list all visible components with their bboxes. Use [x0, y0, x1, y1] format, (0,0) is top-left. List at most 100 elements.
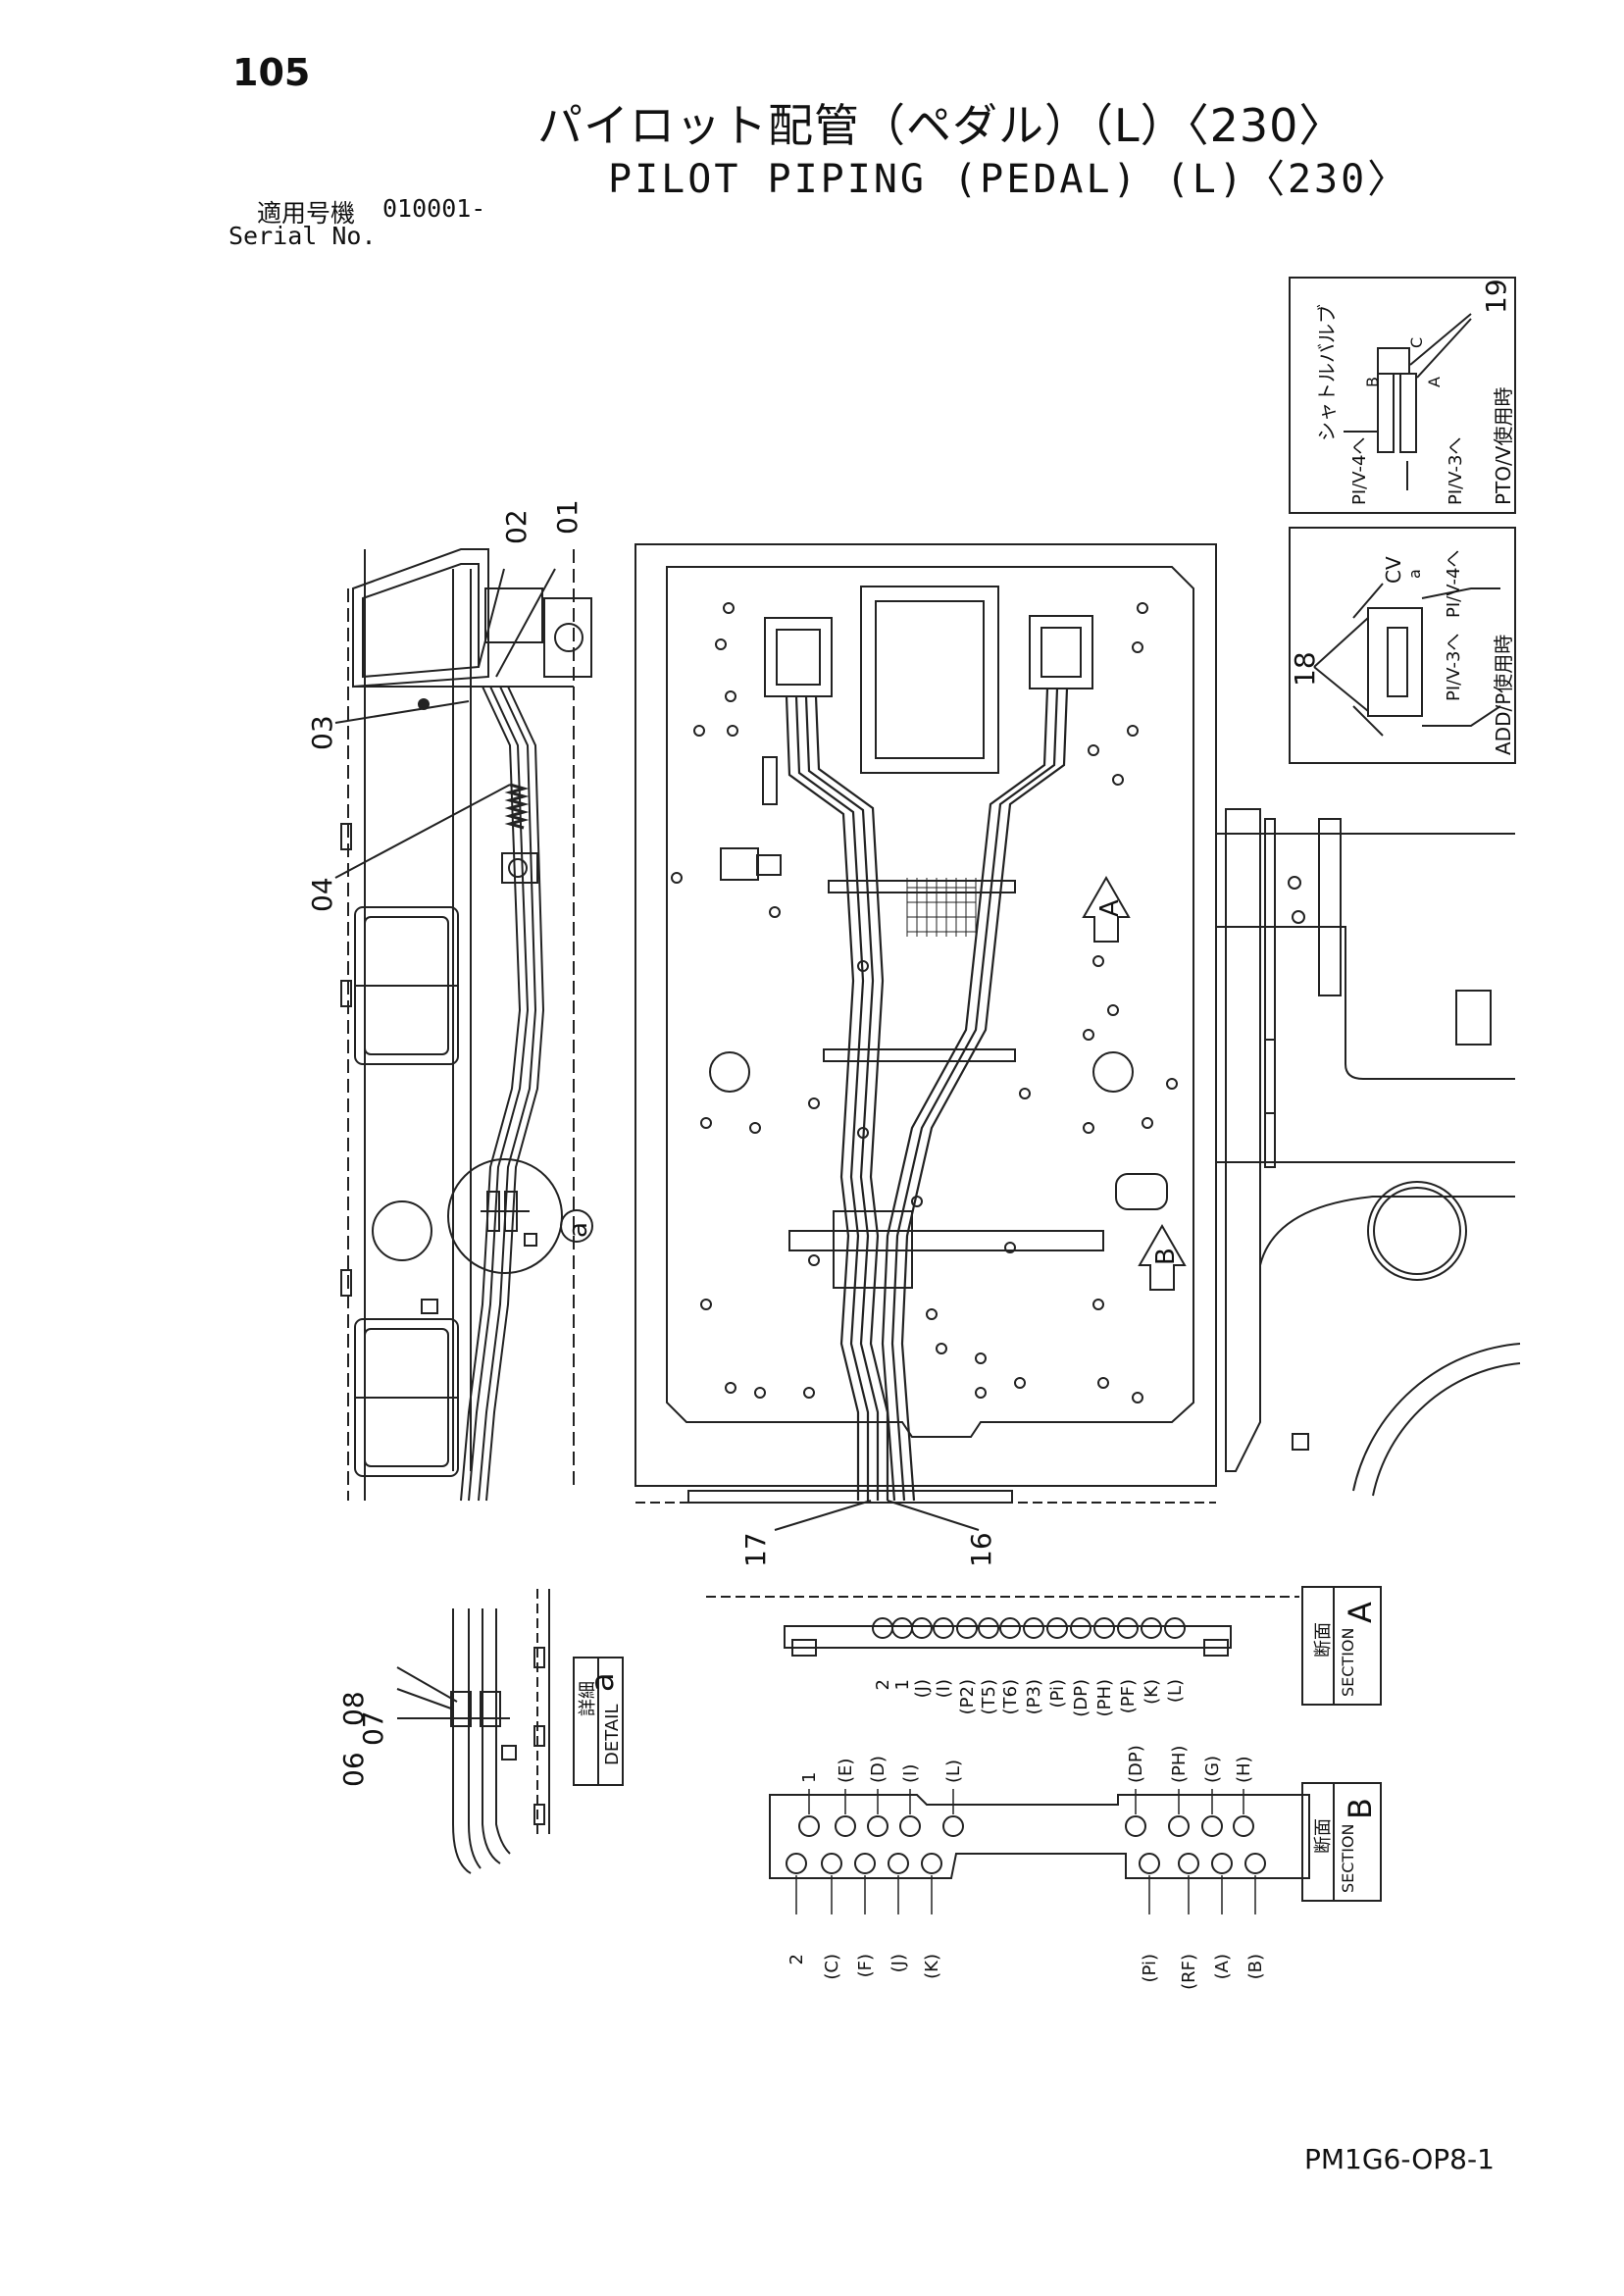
section-b-top-port-label: (D): [868, 1756, 888, 1783]
inset-top-shuttle-valve: シャトルバルブ: [1315, 304, 1339, 441]
side-view-hoses: [460, 686, 545, 1502]
page-title-english: PILOT PIPING (PEDAL) (L)〈230〉: [608, 157, 1410, 202]
inset-top-to-piv4: PI/V-4へ: [1349, 437, 1370, 505]
section-a-port-label: (P2): [957, 1679, 978, 1714]
section-b-bottom-port-circle: [1139, 1853, 1160, 1874]
section-b-bottom-port-circle: [921, 1853, 942, 1874]
section-a-port-label: (T5): [979, 1679, 999, 1715]
section-a-label-en: SECTION: [1339, 1628, 1357, 1698]
section-b-label-en: SECTION: [1339, 1824, 1357, 1894]
section-a-port-label: (PF): [1118, 1679, 1139, 1713]
section-a-port-circle: [1023, 1617, 1044, 1639]
section-b-top-port-circle: [899, 1815, 921, 1837]
section-b-top-ports: 1(E)(D)(I)(L)(DP)(PH)(G)(H): [798, 1745, 1254, 1837]
detail-label-jp: 詳細: [578, 1681, 598, 1716]
section-a-port-circle: [1117, 1617, 1139, 1639]
section-b-bottom-port-circle: [1211, 1853, 1233, 1874]
section-b-bottom-port-label: (C): [822, 1954, 842, 1980]
section-b-bottom-port-label: (Pi): [1140, 1954, 1160, 1983]
inset-bottom-caption: ADD/P使用時: [1492, 635, 1515, 755]
detail-a-drawing: [396, 1589, 550, 1874]
callout-08: 08: [337, 1691, 370, 1726]
inset-bottom-to-piv4: PI/V-4へ: [1444, 550, 1464, 618]
section-a-port-label: (PH): [1094, 1679, 1115, 1716]
section-b-bottom-port-circle: [854, 1853, 876, 1874]
callout-02: 02: [500, 509, 533, 544]
section-b-top-port-circle: [1125, 1815, 1146, 1837]
inset-top-letter-b: B: [1363, 377, 1382, 387]
section-a-port-circle: [872, 1617, 893, 1639]
section-b-top-port-circle: [942, 1815, 964, 1837]
section-b-top-port-label: (H): [1234, 1756, 1254, 1783]
section-a-port-label: (T6): [1000, 1679, 1021, 1715]
floor-hoses: [785, 688, 1069, 1502]
section-a-port-circle: [1164, 1617, 1186, 1639]
section-a-port-circle: [999, 1617, 1021, 1639]
detail-a-circle: [447, 1158, 563, 1274]
section-a-port-circle: [1046, 1617, 1068, 1639]
section-b-top-port-circle: [1168, 1815, 1190, 1837]
drawing-code: PM1G6-OP8-1: [1304, 2143, 1495, 2175]
section-b-top-port-circle: [1233, 1815, 1254, 1837]
callout-04: 04: [306, 877, 338, 912]
section-b-top-port-label: (G): [1202, 1756, 1223, 1783]
right-machine-frame: [1216, 808, 1521, 1497]
section-b-top-port-circle: [1201, 1815, 1223, 1837]
callout-19: 19: [1480, 279, 1512, 314]
view-arrow-b: [1138, 1223, 1187, 1291]
serial-label-english: Serial No.: [228, 222, 377, 250]
section-b-bottom-port-circle: [786, 1853, 807, 1874]
inset-top-to-piv3: PI/V-3へ: [1446, 437, 1466, 505]
section-a-port-label: (L): [1165, 1679, 1186, 1703]
section-b-bottom-port-label: (K): [922, 1954, 942, 1979]
floor-plate: [634, 543, 1217, 1504]
section-a-port-label: (J): [912, 1679, 933, 1698]
section-a-port-label: (DP): [1071, 1679, 1091, 1717]
section-b-bottom-port-circle: [821, 1853, 842, 1874]
section-b-bottom-port-label: (B): [1245, 1954, 1266, 1979]
detail-label-en: DETAIL: [602, 1705, 623, 1765]
section-a-port-circle: [1070, 1617, 1091, 1639]
section-b-top-port-circle: [867, 1815, 888, 1837]
inset-bottom-letter-a: a: [1405, 569, 1424, 579]
section-a-label-letter: A: [1342, 1602, 1379, 1623]
section-b-label-jp: 断面: [1313, 1818, 1334, 1854]
inset-shuttle-valve: [1289, 277, 1516, 514]
serial-label-japanese: 適用号機: [257, 199, 356, 228]
view-arrow-a: [1082, 875, 1131, 943]
section-a-port-circle: [933, 1617, 954, 1639]
section-b-bottom-port-label: (A): [1212, 1954, 1233, 1979]
detail-label-letter: a: [584, 1672, 621, 1692]
section-a-port-label: 1: [892, 1679, 913, 1690]
serial-value: 010001-: [382, 194, 486, 223]
section-b-top-port-label: (DP): [1126, 1745, 1146, 1783]
inset-bottom-to-piv3: PI/V-3へ: [1444, 634, 1464, 701]
section-b-bottom-port-circle: [1244, 1853, 1266, 1874]
section-b-bottom-port-label: 2: [787, 1954, 807, 1964]
section-a-port-circle: [978, 1617, 999, 1639]
section-b-drawing: [769, 1794, 1310, 1879]
callout-01: 01: [551, 499, 584, 535]
page-title-japanese: パイロット配管（ペダル）（L）〈230〉: [537, 99, 1345, 152]
callout-17: 17: [739, 1532, 772, 1567]
circle-marker-a: a: [564, 1222, 593, 1238]
section-b-top-port-label: (L): [943, 1760, 964, 1783]
view-marker-b: B: [1151, 1248, 1181, 1265]
side-view-fittings: [481, 1191, 537, 1247]
section-a-port-circle: [1141, 1617, 1162, 1639]
inset-top-letter-c: C: [1407, 337, 1426, 348]
section-a-port-circle: [956, 1617, 978, 1639]
section-a-port-label: (Pi): [1047, 1679, 1068, 1709]
view-marker-a: A: [1095, 899, 1125, 917]
section-b-top-port-circle: [835, 1815, 856, 1837]
inset-top-letter-a: A: [1425, 377, 1444, 387]
section-b-top-port-label: 1: [799, 1772, 820, 1783]
section-b-bottom-port-circle: [1178, 1853, 1199, 1874]
inset-bottom-cv: CV: [1382, 556, 1405, 584]
side-view-frame: [340, 548, 592, 1501]
section-a-port-label: (P3): [1024, 1679, 1044, 1714]
section-a-port-circle: [911, 1617, 933, 1639]
section-b-top-port-circle: [798, 1815, 820, 1837]
